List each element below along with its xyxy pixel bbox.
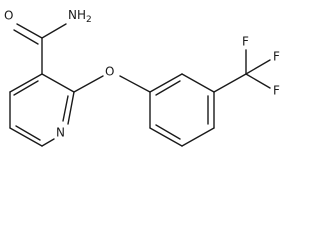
carbonyl-oxygen-label: O: [4, 9, 13, 23]
bond-o-phenyl: [119, 75, 151, 93]
chemical-structure-diagram: O NH2 N O F F F: [4, 8, 280, 147]
bond-c3-c4: [9, 73, 43, 93]
bond-cf3-f-right: [245, 59, 271, 75]
bond-c5-c6: [9, 127, 43, 147]
carboxamide-group: [13, 23, 67, 75]
trifluoromethyl-group: [213, 49, 271, 93]
bond-carbonyl-o-double: [13, 29, 39, 45]
amide-nitrogen-symbol: NH: [68, 8, 86, 22]
bond-p1-p2: [149, 73, 183, 93]
bond-p2-p3: [181, 73, 215, 93]
bond-p1-p2-inner: [155, 80, 181, 96]
bond-c4-c4-inner: [13, 80, 39, 96]
bond-p4-p5: [181, 127, 215, 147]
bond-n1-c2: [67, 91, 75, 125]
phenyl-ring: [149, 73, 215, 147]
bond-c5-c6-inner: [15, 125, 41, 141]
ether-oxygen-label: O: [105, 65, 114, 79]
fluorine-right-label: F: [273, 50, 280, 64]
pyridine-nitrogen-label: N: [56, 126, 65, 140]
amide-nitrogen-subscript: 2: [86, 15, 92, 25]
fluorine-bottom-label: F: [273, 84, 280, 98]
fluorine-top-label: F: [242, 35, 249, 49]
bond-n1-c2-inner: [62, 95, 69, 122]
bond-c2-o: [73, 75, 104, 93]
bond-p5-p6: [149, 127, 183, 147]
ether-linkage: [73, 75, 151, 93]
bond-c2-c3: [41, 73, 75, 93]
bond-cf3-f-bottom: [245, 73, 271, 89]
bond-c6-n1: [41, 138, 55, 147]
bond-ring-cf3: [213, 73, 247, 93]
pyridine-ring: [9, 73, 75, 147]
bond-p5-p6-inner: [155, 124, 181, 140]
bond-carbonyl-o: [16, 23, 43, 39]
amide-nitrogen-label: NH2: [68, 8, 92, 25]
bond-carbonyl-n: [41, 23, 67, 39]
